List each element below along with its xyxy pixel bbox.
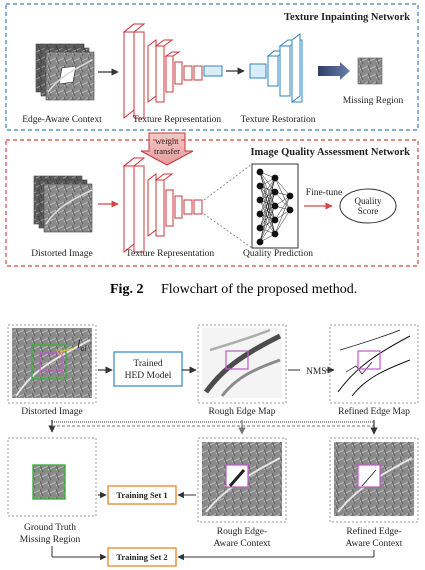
iqa-network-title: Image Quality Assessment Network [250,147,410,158]
network-node [286,206,294,214]
network-node [271,202,279,210]
training-set-2-box [107,547,177,567]
distorted-image-label-top: Distorted Image [31,249,92,259]
texture-restoration-label: Texture Restoration [240,115,315,125]
rough-context-label-2: Aware Context [214,539,271,549]
output-arrow [318,62,350,80]
network-edge [274,177,291,197]
network-node [256,210,264,218]
fine-tune-label: Fine-tune [306,188,342,198]
network-edge [259,177,276,215]
iqa-network-panel: Image Quality Assessment Network Distort… [5,139,419,267]
network-edge [274,209,291,235]
texture-representation-encoder [122,22,203,120]
network-edge [259,177,276,243]
quality-prediction-network [251,163,299,249]
weight-transfer-arrow: weight transfer [140,132,194,166]
network-node [256,196,264,204]
training-set-1-box [107,485,177,505]
network-edge [274,195,291,221]
trained-hed-model-box [113,351,183,387]
quality-score-label-2: Score [358,206,379,216]
network-edge [259,177,276,201]
distorted-image-stack [33,175,93,233]
texture-representation-label-1: Texture Representation [133,115,221,125]
feature-projection-lines [203,163,253,249]
refined-context-label-2: Aware Context [346,539,403,549]
edge-aware-context-label: Edge-Aware Context [22,115,102,125]
caption-text: Flowchart of the proposed method. [161,282,357,297]
figure-caption: Fig. 2 Flowchart of the proposed method. [110,282,357,297]
network-edge [274,195,291,235]
network-node [256,224,264,232]
network-edge [259,191,276,243]
texture-inpainting-network-panel: Texture Inpainting Network Edge-Aware Co… [5,3,419,131]
network-node [286,192,294,200]
network-node [271,188,279,196]
ground-truth-label-2: Missing Region [20,535,81,545]
missing-region-patch [357,57,383,85]
network-edge [259,177,276,229]
network-node [256,182,264,190]
trained-hed-label-2: HED Model [125,371,172,381]
distorted-image-tile [7,324,97,404]
ground-truth-label-1: Ground Truth [24,523,76,533]
network-node [256,238,264,246]
network-edge [259,205,276,243]
caption-label: Fig. 2 [110,282,143,297]
training-set-1-label: Training Set 1 [116,490,167,500]
network-node [271,174,279,182]
network-node [271,230,279,238]
refined-context-tile [329,437,419,523]
bottleneck-block [203,65,223,77]
texture-restoration-decoder [249,33,303,103]
rough-context-label-1: Rough Edge- [217,527,267,537]
quality-score-label-1: Quality [355,196,382,206]
rough-edge-map-label: Rough Edge Map [208,407,275,417]
network-node [256,168,264,176]
refined-edge-map-label: Refined Edge Map [338,406,410,417]
training-pipeline: lol Distorted Image Trained HED Model Ro… [7,324,419,567]
refined-context-label-1: Refined Edge- [346,526,401,537]
texture-representation-encoder-copy [122,156,203,254]
training-set-2-label: Training Set 2 [116,552,167,562]
rough-edge-map-tile [197,324,287,404]
missing-region-label: Missing Region [343,96,404,106]
distorted-image-label: Distorted Image [21,407,82,417]
rough-context-tile [197,437,287,523]
pipeline-connectors [48,420,378,435]
nms-label: NMS [306,367,327,377]
weight-transfer-label-2: transfer [154,146,180,156]
network-node [271,216,279,224]
svg-text:Fig. 2 Flowchart of the: Fig. 2 Flowchart of the proposed method. [110,282,357,297]
weight-transfer-label-1: weight [155,136,179,146]
edge-aware-context-image-stack [35,43,95,101]
ground-truth-tile [7,437,97,517]
network-edge [259,219,276,243]
refined-edge-map-tile [329,324,419,404]
quality-prediction-label: Quality Prediction [243,249,313,259]
trained-hed-label-1: Trained [133,359,162,369]
l-symbol: lol [77,337,87,353]
texture-representation-label-2: Texture Representation [126,249,214,259]
quality-score-node [339,188,397,224]
texture-inpainting-network-title: Texture Inpainting Network [284,12,410,23]
